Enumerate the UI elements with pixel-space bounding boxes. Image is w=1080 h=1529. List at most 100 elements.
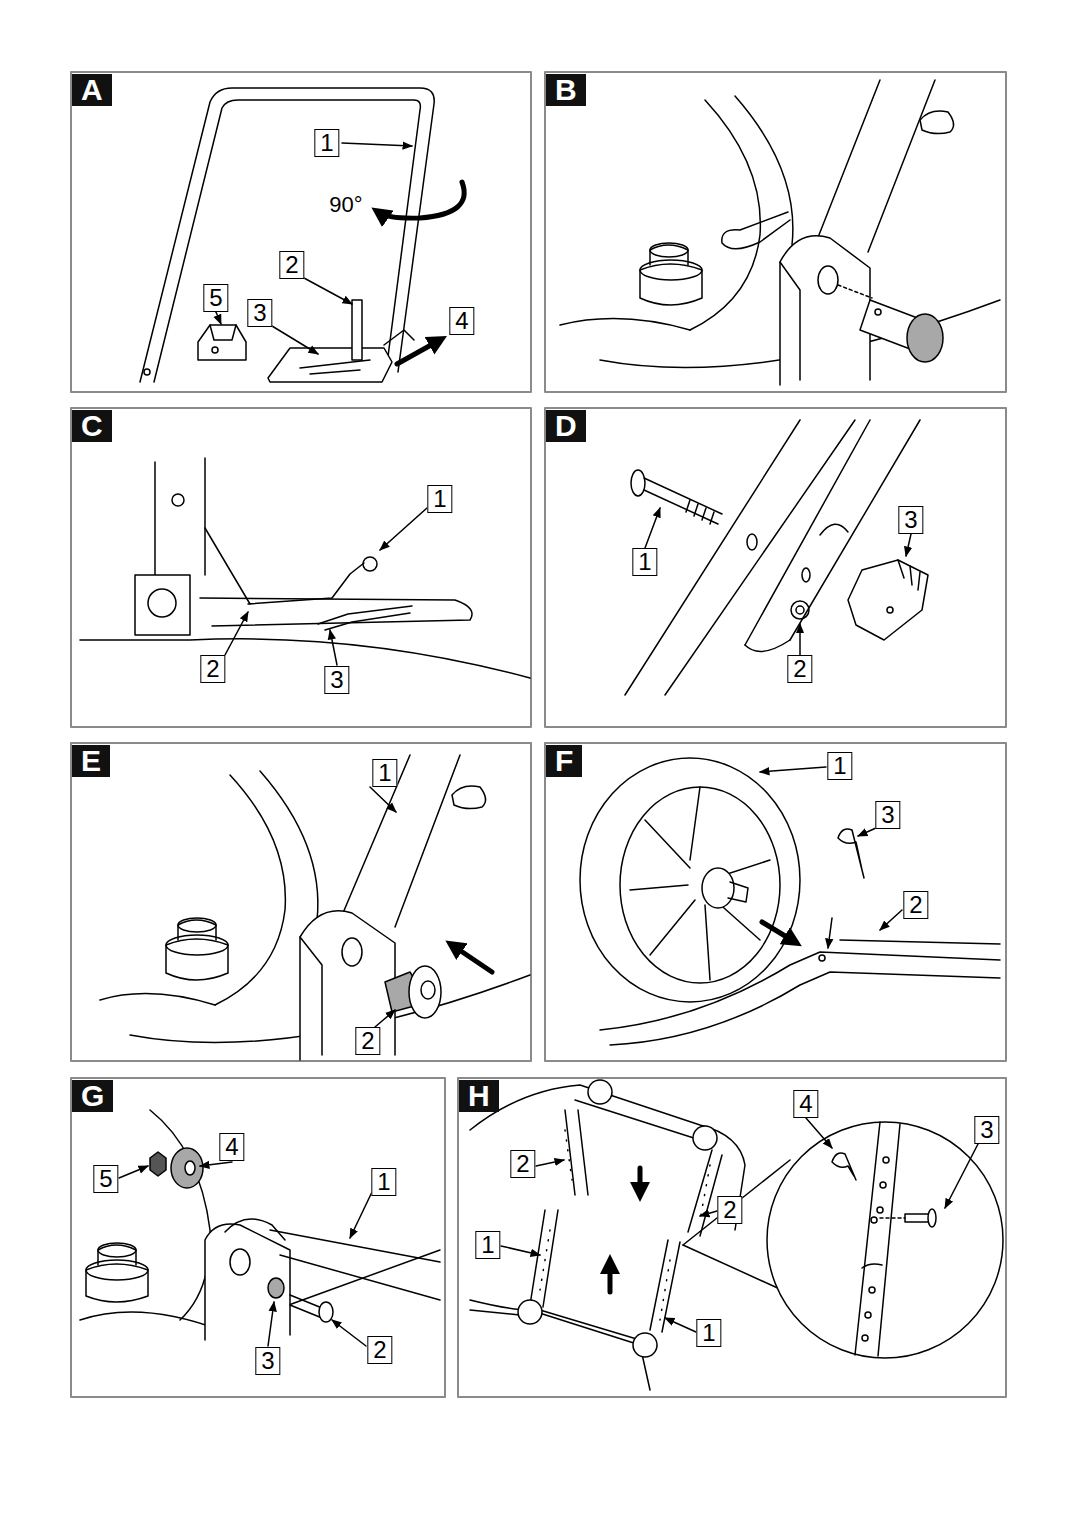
callout-number: 3 — [324, 666, 349, 694]
lever-drawing-c-part — [225, 612, 248, 655]
wheel-drawing-f-part — [630, 787, 770, 980]
bolt-drawing-g-part — [230, 1249, 250, 1275]
callout-number: 2 — [200, 655, 225, 683]
bolt-drawing-g-part — [270, 1230, 440, 1300]
bushing-drawing-e-part — [370, 787, 396, 812]
lever-drawing-c-part — [205, 528, 250, 604]
callout-number: 1 — [827, 752, 852, 780]
pin-drawing-b-part — [875, 309, 881, 315]
bolt-drawing-d-part — [747, 534, 757, 550]
lever-drawing-c-part — [363, 557, 377, 571]
bushing-drawing-e-part — [340, 755, 410, 920]
bolt-drawing-g-part — [150, 1152, 166, 1176]
handle-drawing-h-part — [865, 1312, 871, 1318]
wheel-drawing-f-part — [760, 767, 826, 772]
handle-drawing-a-part — [397, 340, 440, 364]
bolt-drawing-g-part — [268, 1278, 284, 1298]
lever-drawing-c-part — [172, 494, 184, 506]
panel-letter: F — [546, 745, 582, 777]
bushing-drawing-e-part — [395, 755, 460, 927]
lever-drawing-c-part — [135, 575, 190, 635]
bolt-drawing-g-part — [119, 1166, 148, 1178]
bushing-drawing-e-part — [260, 771, 318, 920]
bolt-drawing-g-part — [332, 1320, 366, 1346]
bushing-drawing-e-part — [300, 911, 395, 1060]
pin-drawing-b-part — [868, 80, 935, 252]
lever-drawing-c-part — [204, 458, 206, 575]
wheel-drawing-f-part — [819, 955, 825, 961]
pin-drawing-b-part — [735, 96, 793, 245]
bolt-drawing-d-part — [799, 624, 801, 655]
handle-drawing-a-part — [384, 330, 414, 345]
bushing-drawing-e-part — [342, 938, 362, 966]
callout-number: 2 — [367, 1336, 392, 1364]
wheel-drawing-f-part — [828, 918, 832, 948]
handle-drawing-a-part — [154, 100, 420, 382]
handle-drawing-h-part — [536, 1160, 564, 1166]
callout-number: 5 — [93, 1165, 118, 1193]
bolt-drawing-d-part — [644, 478, 722, 524]
bolt-drawing-d-part — [796, 606, 804, 614]
handle-drawing-h-part — [862, 1264, 882, 1268]
callout-number: 2 — [279, 251, 304, 279]
bolt-drawing-d-part — [791, 601, 809, 619]
handle-drawing-h-part — [869, 1287, 875, 1293]
handle-drawing-h-part — [877, 1207, 883, 1213]
bolt-drawing-d — [625, 420, 928, 695]
pin-drawing-b-part — [640, 260, 702, 280]
pin-drawing-b-part — [818, 266, 838, 294]
panel-frames-part — [545, 743, 1006, 1061]
handle-drawing-h-part — [871, 1217, 877, 1223]
wheel-drawing-f-part — [838, 829, 864, 878]
handle-drawing-h-part — [832, 1153, 856, 1180]
callout-number: 2 — [903, 891, 928, 919]
bushing-drawing-e-part — [178, 918, 216, 932]
handle-drawing-h-part — [588, 1080, 612, 1104]
lever-drawing-c-part — [200, 598, 472, 626]
handle-drawing-a-part — [198, 325, 246, 360]
handle-drawing-h-part — [905, 1214, 930, 1222]
wheel-drawing-f-part — [620, 787, 780, 983]
wheel-drawing-f-part — [728, 882, 748, 902]
pin-drawing-b-part — [722, 212, 790, 249]
callout-number: 3 — [875, 801, 900, 829]
pin-drawing-b — [560, 80, 1000, 385]
handle-drawing-h-part — [575, 1100, 700, 1140]
handle-drawing-h-part — [945, 1144, 978, 1208]
bolt-drawing-g-part — [171, 1148, 203, 1188]
wheel-drawing-f-part — [880, 910, 902, 930]
handle-drawing-h-part — [928, 1209, 936, 1227]
handle-drawing-a — [140, 88, 464, 382]
callout-number: 3 — [247, 299, 272, 327]
lever-drawing-c-part — [154, 462, 156, 575]
bushing-drawing-e-part — [166, 935, 228, 955]
panel-frames-part — [545, 72, 1006, 392]
callout-number: 1 — [372, 759, 397, 787]
panel-frames-part — [71, 743, 531, 1061]
bolt-drawing-d-part — [887, 607, 893, 613]
handle-drawing-h — [470, 1080, 1003, 1390]
panel-frames-part — [71, 72, 531, 392]
callout-number: 1 — [427, 485, 452, 513]
callout-number: 1 — [632, 548, 657, 576]
handle-drawing-h-part — [767, 1122, 1003, 1358]
lever-drawing-c — [80, 458, 530, 678]
bushing-drawing-e-part — [166, 939, 228, 980]
panel-frames — [71, 72, 1006, 1397]
bushing-drawing-e-part — [452, 945, 492, 972]
pin-drawing-b-part — [650, 243, 688, 257]
bolt-drawing-d-part — [645, 508, 660, 548]
bolt-drawing-d-part — [802, 568, 810, 582]
handle-drawing-h-part — [565, 1110, 588, 1195]
panel-letter: A — [72, 74, 112, 106]
bolt-drawing-d-part — [906, 534, 911, 556]
panel-letter: G — [72, 1080, 113, 1112]
handle-drawing-a-part — [144, 369, 150, 375]
handle-drawing-h-part — [608, 1262, 613, 1292]
bushing-drawing-e-part — [409, 966, 441, 1018]
handle-drawing-h-part — [700, 1211, 717, 1216]
handle-drawing-a-part — [352, 300, 362, 360]
angle-label: 90° — [327, 193, 364, 217]
pin-drawing-b-part — [815, 80, 880, 245]
